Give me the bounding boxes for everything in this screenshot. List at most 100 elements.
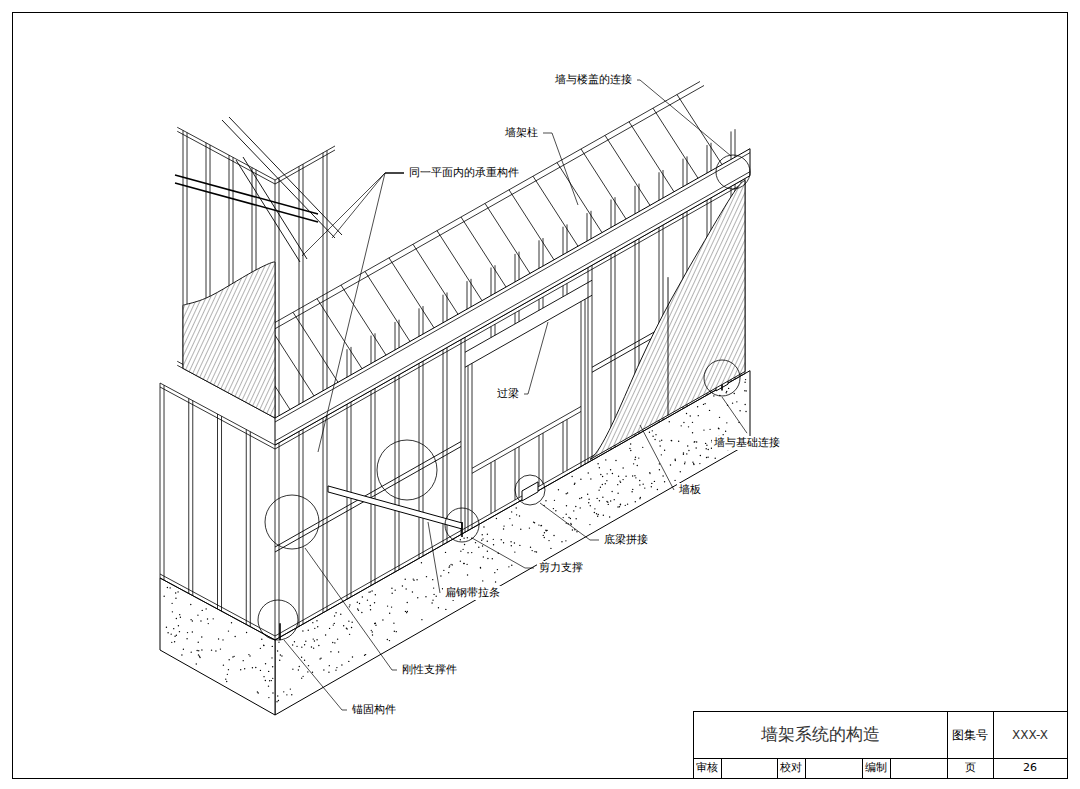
concrete-stipple — [464, 544, 465, 545]
concrete-stipple — [176, 618, 177, 619]
wall-stud — [250, 432, 251, 627]
concrete-stipple — [706, 457, 707, 458]
wall-stud — [303, 429, 304, 624]
concrete-stipple — [475, 542, 476, 543]
concrete-stipple — [565, 540, 566, 541]
concrete-stipple — [323, 669, 324, 670]
concrete-stipple — [225, 678, 226, 679]
concrete-stipple — [391, 606, 392, 607]
wall-stud — [327, 151, 328, 389]
concrete-stipple — [744, 404, 745, 405]
concrete-stipple — [509, 518, 510, 519]
leader-line — [640, 425, 674, 490]
title-block-cell: 审核 — [696, 761, 718, 775]
concrete-stipple — [205, 608, 206, 609]
wall-stud — [160, 383, 161, 578]
concrete-stipple — [497, 569, 498, 570]
concrete-stipple — [511, 511, 512, 512]
concrete-stipple — [634, 475, 635, 476]
concrete-stipple — [227, 674, 228, 675]
concrete-stipple — [421, 619, 422, 620]
wall-stud — [468, 366, 469, 531]
concrete-stipple — [211, 649, 212, 650]
concrete-stipple — [652, 436, 653, 437]
floor-joist — [629, 122, 674, 192]
concrete-stipple — [543, 535, 544, 536]
concrete-stipple — [496, 518, 497, 519]
concrete-stipple — [292, 668, 293, 669]
concrete-stipple — [508, 566, 509, 567]
concrete-stipple — [359, 603, 360, 604]
concrete-stipple — [482, 580, 483, 581]
concrete-stipple — [588, 472, 589, 473]
leader-lines — [284, 80, 747, 710]
concrete-stipple — [320, 657, 321, 658]
callout-label: 扁钢带拉条 — [443, 586, 502, 600]
concrete-stipple — [726, 391, 727, 392]
concrete-stipple — [349, 606, 350, 607]
concrete-stipple — [573, 510, 574, 511]
concrete-stipple — [196, 663, 197, 664]
concrete-stipple — [255, 667, 256, 668]
concrete-stipple — [334, 615, 335, 616]
wall-stud — [351, 402, 352, 597]
leader-line — [722, 397, 747, 433]
concrete-stipple — [481, 540, 482, 541]
wall-stud — [495, 265, 496, 293]
concrete-stipple — [632, 489, 633, 490]
concrete-stipple — [325, 634, 326, 635]
concrete-stipple — [199, 656, 200, 657]
wall-stud — [327, 416, 328, 611]
concrete-stipple — [571, 476, 572, 477]
concrete-stipple — [433, 587, 434, 588]
concrete-stipple — [268, 671, 269, 672]
concrete-stipple — [620, 504, 621, 505]
concrete-stipple — [718, 428, 719, 429]
wall-stud — [419, 308, 420, 336]
concrete-stipple — [312, 622, 313, 623]
concrete-stipple — [368, 591, 369, 592]
concrete-stipple — [263, 676, 264, 677]
concrete-stipple — [438, 607, 439, 608]
concrete-stipple — [546, 530, 547, 531]
concrete-stipple — [637, 465, 638, 466]
concrete-stipple — [370, 591, 371, 592]
concrete-stipple — [271, 680, 272, 681]
wall-stud — [443, 350, 444, 545]
concrete-stipple — [544, 537, 545, 538]
concrete-stipple — [202, 610, 203, 611]
concrete-stipple — [726, 422, 727, 423]
concrete-stipple — [600, 474, 601, 475]
concrete-stipple — [587, 493, 588, 494]
concrete-stipple — [200, 620, 201, 621]
concrete-stipple — [272, 692, 273, 693]
concrete-stipple — [686, 413, 687, 414]
concrete-stipple — [346, 627, 347, 628]
wall-stud — [299, 431, 300, 626]
concrete-stipple — [662, 475, 663, 476]
leader-line — [305, 548, 397, 670]
concrete-stipple — [567, 492, 568, 493]
concrete-stipple — [670, 464, 671, 465]
concrete-stipple — [736, 401, 737, 402]
concrete-stipple — [257, 691, 258, 692]
wall-stud — [192, 401, 193, 596]
concrete-stipple — [588, 502, 589, 503]
concrete-stipple — [357, 608, 358, 609]
concrete-stipple — [271, 657, 272, 658]
concrete-stipple — [351, 627, 352, 628]
concrete-stipple — [603, 515, 604, 516]
concrete-stipple — [333, 624, 334, 625]
title-block-rule — [993, 711, 994, 779]
wall-stud — [519, 252, 520, 280]
concrete-stipple — [272, 646, 273, 647]
wall-stud — [591, 211, 592, 239]
concrete-stipple — [448, 567, 449, 568]
concrete-stipple — [286, 694, 287, 695]
concrete-stipple — [572, 529, 573, 530]
concrete-stipple — [334, 623, 335, 624]
wall-sheathing — [183, 262, 275, 418]
concrete-stipple — [635, 457, 636, 458]
floor-joist — [413, 244, 458, 314]
concrete-stipple — [374, 623, 375, 624]
